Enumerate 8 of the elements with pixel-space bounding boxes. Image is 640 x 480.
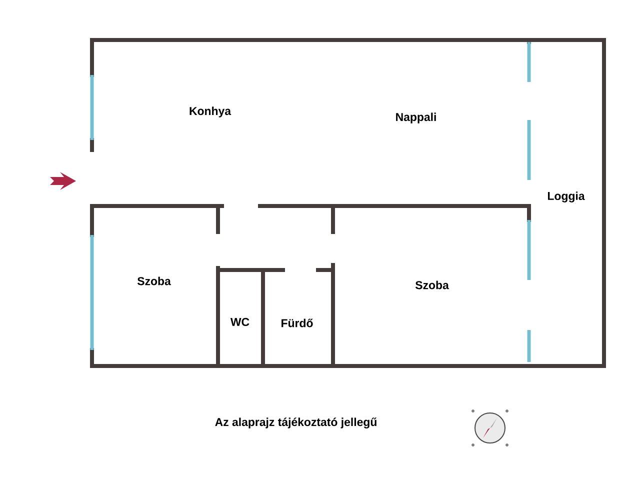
room-label: WC bbox=[230, 318, 250, 326]
room-label: Szoba bbox=[137, 276, 171, 286]
room-label: Loggia bbox=[548, 192, 585, 202]
room-label: Szoba bbox=[415, 280, 449, 290]
room-label: Fürdő bbox=[282, 318, 313, 328]
room-label: Nappali bbox=[396, 112, 436, 124]
room-label: Konhya bbox=[190, 106, 232, 118]
note-text: Az alaprajz tájékoztató jellegű bbox=[215, 418, 376, 428]
